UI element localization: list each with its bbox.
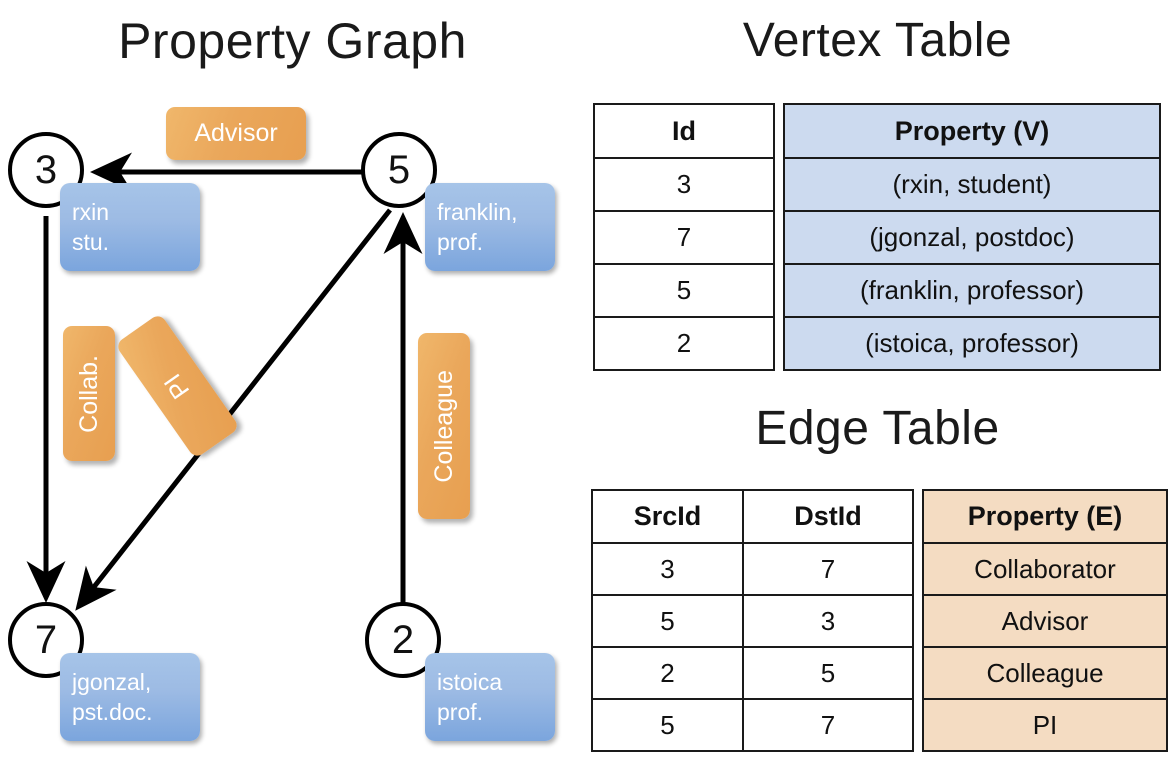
edge-label-collab[interactable]: Collab. xyxy=(63,326,115,461)
table-cell-property[interactable]: (istoica, professor) xyxy=(783,316,1161,371)
table-cell-property[interactable]: (jgonzal, postdoc) xyxy=(783,210,1161,265)
property-box-node-3[interactable]: rxin stu. xyxy=(60,183,200,271)
property-line: prof. xyxy=(437,699,484,725)
table-cell-property[interactable]: Collaborator xyxy=(922,542,1168,596)
property-box-node-5[interactable]: franklin, prof. xyxy=(425,183,555,271)
table-cell-dstid[interactable]: 7 xyxy=(742,698,914,752)
edge-table: SrcId 3 5 2 5 DstId 7 3 5 7 Property (E)… xyxy=(591,489,1168,752)
graph-node-5[interactable]: 5 xyxy=(361,132,437,208)
vertex-table: Id 3 7 5 2 Property (V) (rxin, student) … xyxy=(593,103,1161,371)
page-title-vertex-table: Vertex Table xyxy=(742,14,1013,67)
edge-table-dstid-column: DstId 7 3 5 7 xyxy=(742,489,914,752)
graph-node-3[interactable]: 3 xyxy=(8,132,84,208)
edge-label-advisor[interactable]: Advisor xyxy=(166,107,306,160)
graph-edges-svg xyxy=(26,152,423,611)
edge-label-collab-text: Collab. xyxy=(74,354,103,433)
page-title-edge-table: Edge Table xyxy=(755,402,1000,455)
page-title-property-graph: Property Graph xyxy=(118,13,467,69)
edge-table-property-column: Property (E) Collaborator Advisor Collea… xyxy=(922,489,1168,752)
table-cell-dstid[interactable]: 7 xyxy=(742,542,914,596)
table-column-gap xyxy=(914,489,922,752)
table-cell-property[interactable]: Advisor xyxy=(922,594,1168,648)
property-line: franklin, xyxy=(437,199,518,225)
table-cell-property[interactable]: (rxin, student) xyxy=(783,157,1161,212)
table-cell-id[interactable]: 2 xyxy=(593,316,775,371)
edge-label-colleague[interactable]: Colleague xyxy=(418,333,470,519)
property-line: rxin xyxy=(72,199,110,225)
edge-label-pi-text: PI xyxy=(158,368,196,404)
edge-label-colleague-text: Colleague xyxy=(429,369,458,483)
table-column-gap xyxy=(775,103,783,371)
table-cell-id[interactable]: 3 xyxy=(593,157,775,212)
property-graph-diagram: 3 5 7 2 rxin stu. franklin, prof. jgonza… xyxy=(0,90,585,760)
table-cell-property[interactable]: (franklin, professor) xyxy=(783,263,1161,318)
table-cell-srcid[interactable]: 3 xyxy=(591,542,744,596)
table-cell-dstid[interactable]: 5 xyxy=(742,646,914,700)
table-cell-dstid[interactable]: 3 xyxy=(742,594,914,648)
vertex-table-property-column: Property (V) (rxin, student) (jgonzal, p… xyxy=(783,103,1161,371)
property-box-node-2[interactable]: istoica prof. xyxy=(425,653,555,741)
edge-5-to-7 xyxy=(75,208,392,611)
table-cell-srcid[interactable]: 2 xyxy=(591,646,744,700)
column-header-dstid: DstId xyxy=(742,489,914,544)
property-box-node-7[interactable]: jgonzal, pst.doc. xyxy=(60,653,200,741)
property-line: stu. xyxy=(72,229,110,255)
property-line: prof. xyxy=(437,229,484,255)
table-cell-srcid[interactable]: 5 xyxy=(591,594,744,648)
column-header-srcid: SrcId xyxy=(591,489,744,544)
table-cell-srcid[interactable]: 5 xyxy=(591,698,744,752)
table-cell-property[interactable]: Colleague xyxy=(922,646,1168,700)
table-cell-id[interactable]: 5 xyxy=(593,263,775,318)
property-line: pst.doc. xyxy=(72,699,153,725)
property-line: istoica xyxy=(437,669,503,695)
vertex-table-id-column: Id 3 7 5 2 xyxy=(593,103,775,371)
column-header-property-v: Property (V) xyxy=(783,103,1161,159)
edge-table-srcid-column: SrcId 3 5 2 5 xyxy=(591,489,744,752)
column-header-property-e: Property (E) xyxy=(922,489,1168,544)
table-cell-id[interactable]: 7 xyxy=(593,210,775,265)
table-cell-property[interactable]: PI xyxy=(922,698,1168,752)
column-header-id: Id xyxy=(593,103,775,159)
property-line: jgonzal, xyxy=(72,669,152,695)
